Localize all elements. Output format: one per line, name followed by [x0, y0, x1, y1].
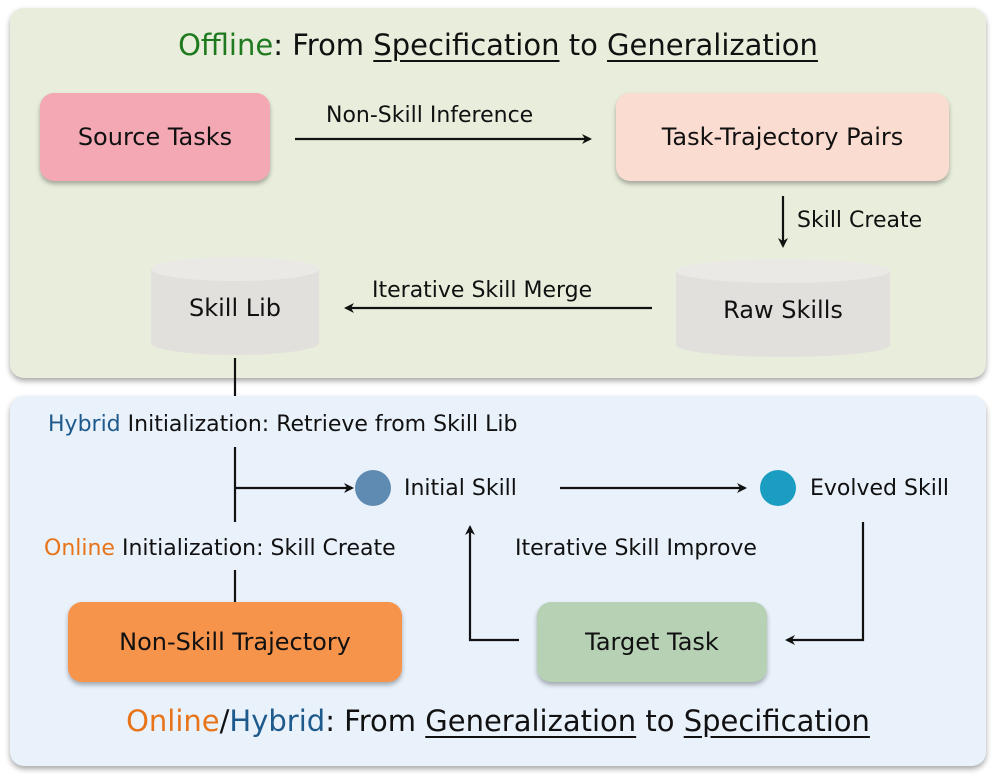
- initial-skill-label: Initial Skill: [404, 476, 517, 501]
- iterative-skill-merge-label: Iterative Skill Merge: [372, 278, 593, 303]
- source-tasks-box: Source Tasks: [40, 93, 270, 181]
- arrow-evolved-to-target: [785, 522, 865, 645]
- evolved-skill-dot: [760, 470, 796, 506]
- arrow-target-to-initial: [465, 525, 519, 642]
- initial-skill-dot: [355, 470, 391, 506]
- evolved-skill-label: Evolved Skill: [810, 476, 950, 501]
- skill-lib-cylinder: [151, 257, 319, 355]
- target-task-box: Target Task: [537, 602, 767, 682]
- iterative-skill-improve-label: Iterative Skill Improve: [515, 536, 757, 561]
- online-initialization-label: Online Initialization: Skill Create: [44, 536, 396, 561]
- skill-create-label: Skill Create: [797, 208, 923, 233]
- online-hybrid-panel: [10, 396, 986, 766]
- online-hybrid-title: Online/Hybrid: From Generalization to Sp…: [126, 704, 870, 738]
- non-skill-trajectory-box: Non-Skill Trajectory: [68, 602, 402, 682]
- task-trajectory-pairs-box: Task-Trajectory Pairs: [616, 93, 949, 181]
- raw-skills-label: Raw Skills: [723, 296, 843, 324]
- offline-title-word: Offline: [178, 28, 274, 62]
- non-skill-inference-label: Non-Skill Inference: [326, 103, 534, 128]
- skill-lib-label: Skill Lib: [188, 294, 282, 322]
- hybrid-initialization-label: Hybrid Initialization: Retrieve from Ski…: [48, 412, 518, 437]
- raw-skills-cylinder: [676, 259, 890, 357]
- offline-title: Offline: From Specification to Generaliz…: [178, 28, 818, 62]
